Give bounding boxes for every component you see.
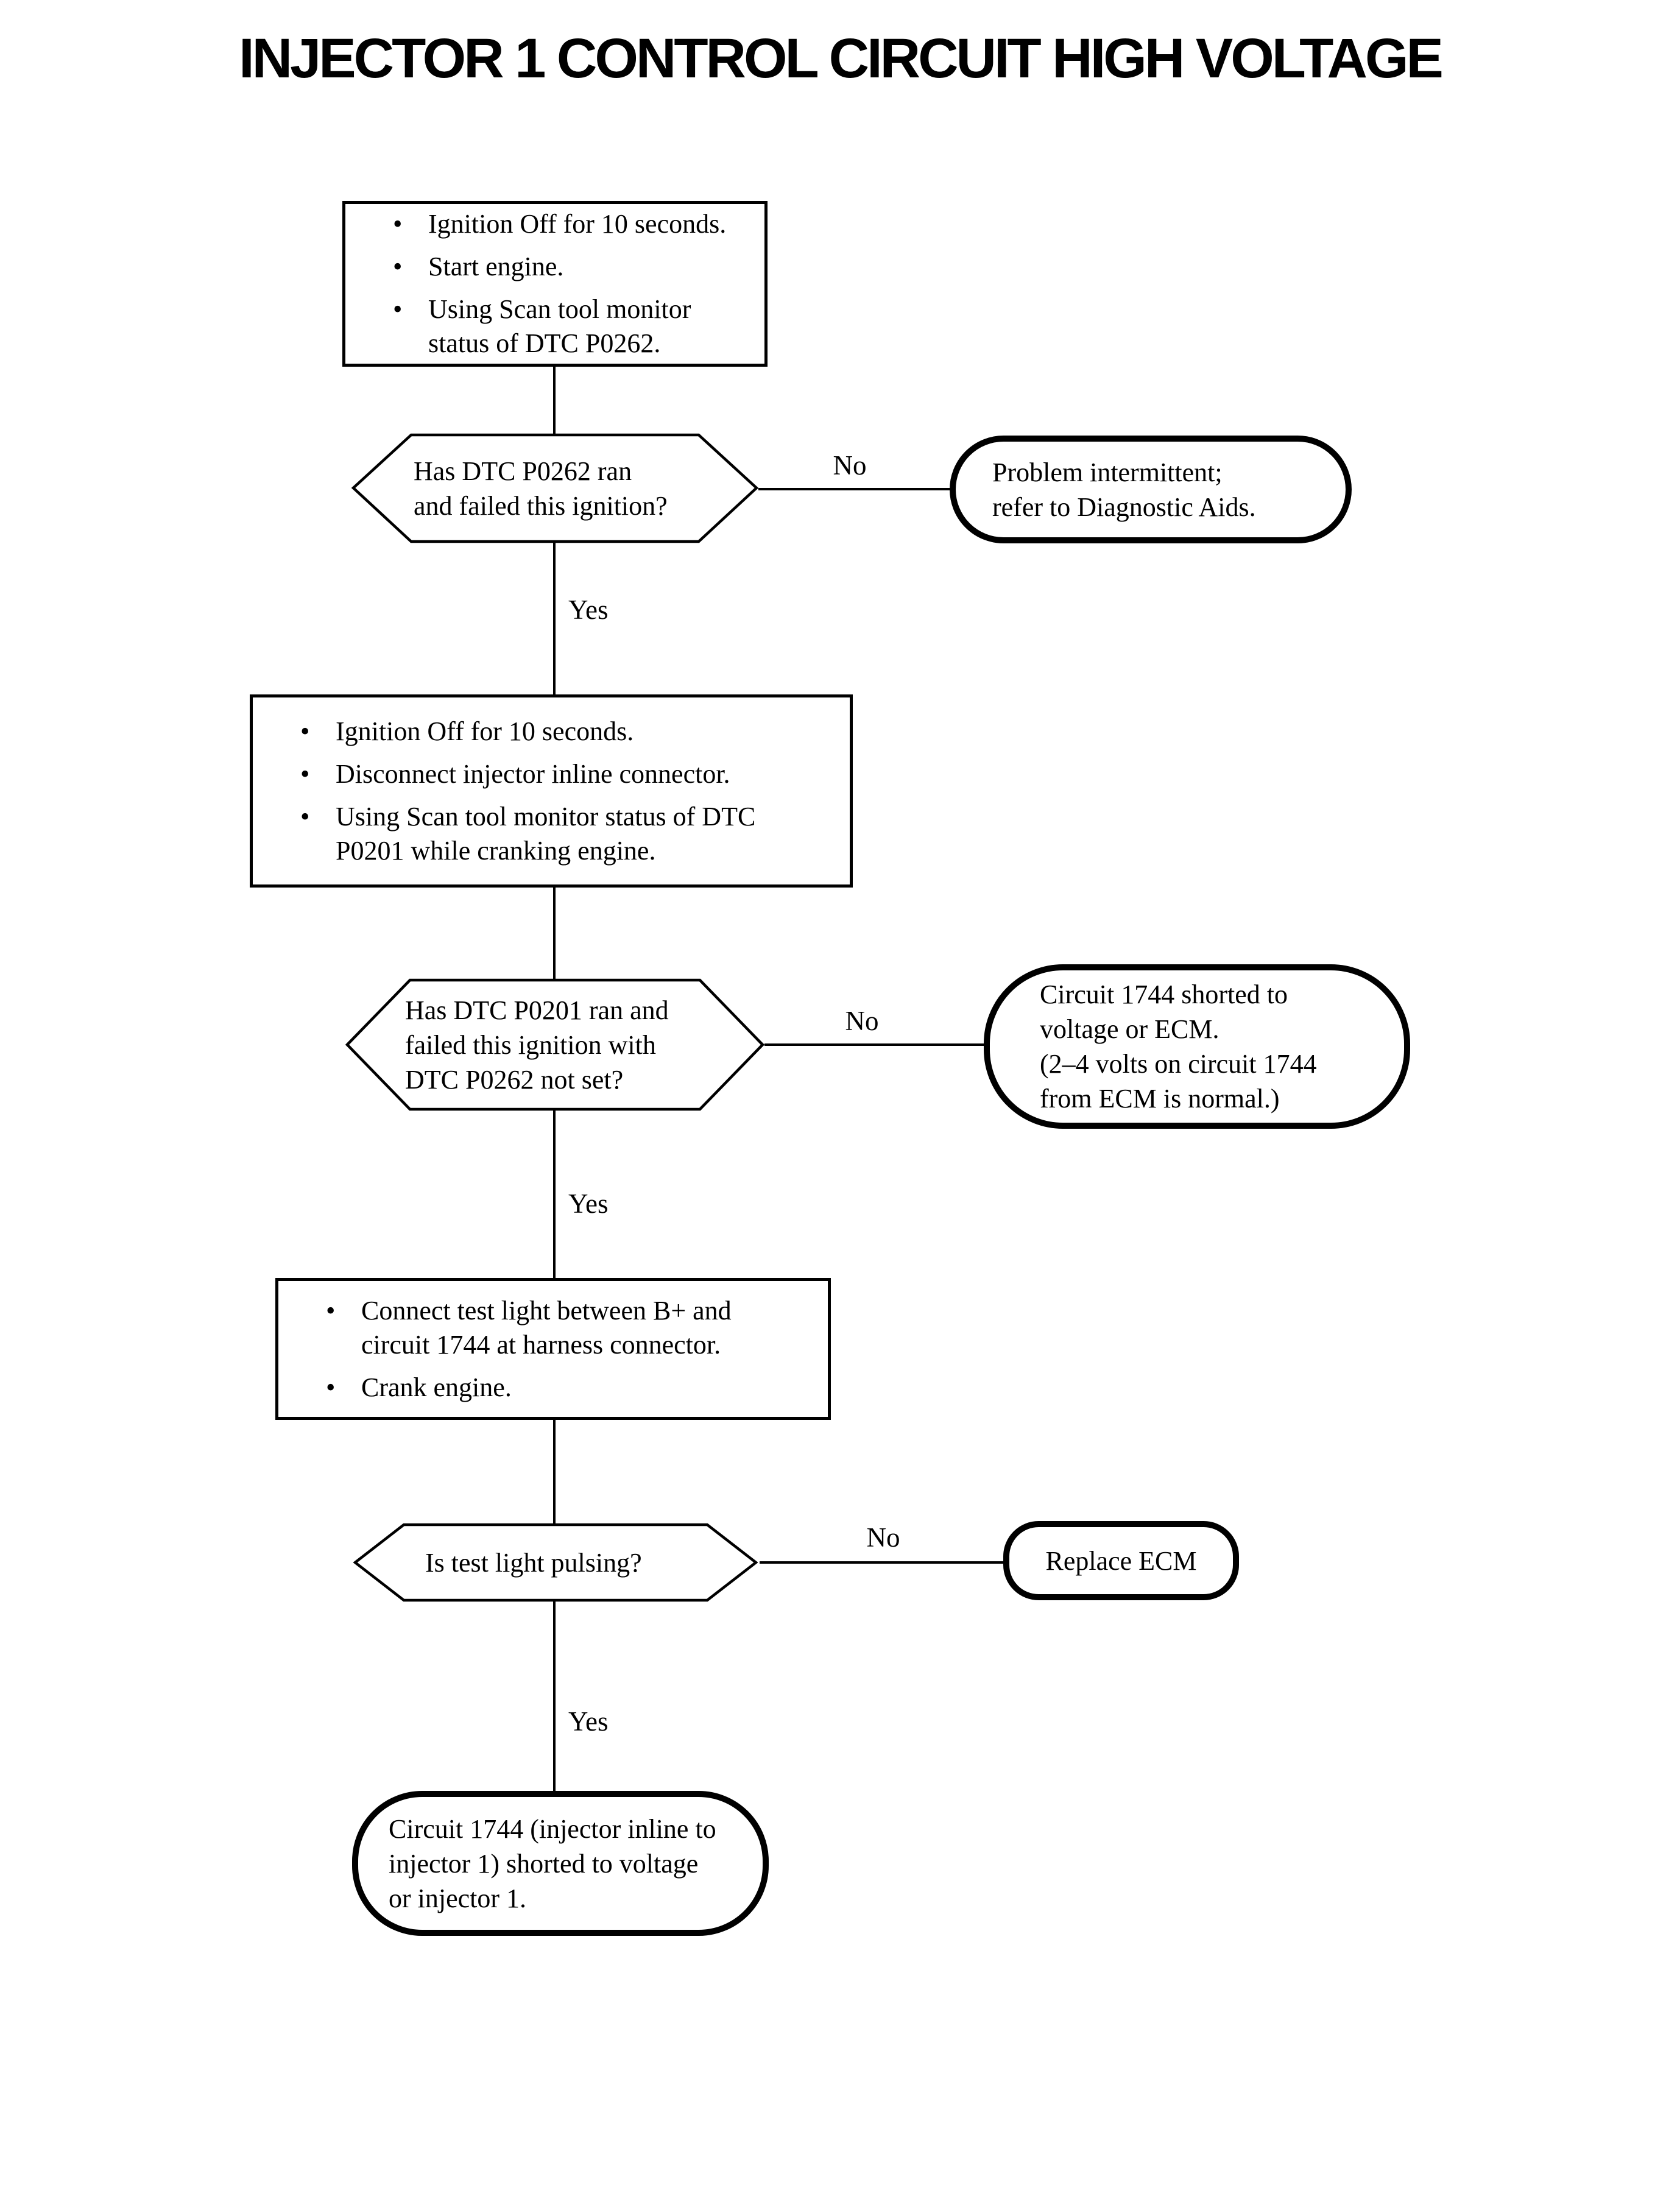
- terminal-text: Problem intermittent;: [992, 457, 1223, 487]
- decision-text: Has DTC P0262 ran: [414, 456, 632, 486]
- step-text: circuit 1744 at harness connector.: [361, 1329, 721, 1360]
- bullet-item: • Using Scan tool monitor status of DTC …: [393, 292, 764, 361]
- bullet-item: • Start engine.: [393, 250, 764, 284]
- step-text: Crank engine.: [361, 1372, 512, 1402]
- connector-step3-decision3: [553, 1419, 556, 1524]
- bullet-item: • Ignition Off for 10 seconds.: [393, 207, 764, 241]
- connector-decision3-no: [760, 1561, 1004, 1564]
- terminal-circuit-shorted-ecm: Circuit 1744 shorted to voltage or ECM. …: [984, 964, 1410, 1129]
- terminal-text: or injector 1.: [389, 1883, 527, 1913]
- decision-text: Is test light pulsing?: [425, 1547, 642, 1578]
- decision-test-light: Is test light pulsing?: [353, 1523, 758, 1602]
- process-step-1: • Ignition Off for 10 seconds. • Start e…: [342, 201, 768, 367]
- terminal-text: Replace ECM: [1045, 1545, 1197, 1576]
- connector-step2-decision2: [553, 886, 556, 979]
- decision-dtc-p0262: Has DTC P0262 ran and failed this igniti…: [351, 433, 758, 543]
- terminal-text: from ECM is normal.): [1040, 1084, 1280, 1114]
- bullet-marker: •: [393, 252, 403, 281]
- connector-decision1-no: [758, 488, 951, 490]
- terminal-replace-ecm: Replace ECM: [1003, 1521, 1239, 1600]
- terminal-text: voltage or ECM.: [1040, 1014, 1219, 1044]
- edge-label-yes-3: Yes: [568, 1706, 609, 1737]
- terminal-text: refer to Diagnostic Aids.: [992, 492, 1256, 522]
- edge-label-yes-1: Yes: [568, 595, 609, 625]
- decision-text: failed this ignition with: [405, 1029, 656, 1060]
- bullet-item: • Disconnect injector inline connector.: [300, 757, 850, 791]
- connector-step1-decision1: [553, 365, 556, 434]
- edge-label-no-2: No: [845, 1006, 879, 1036]
- bullet-item: • Crank engine.: [326, 1371, 828, 1405]
- decision-text: and failed this ignition?: [414, 490, 668, 521]
- step-text: Ignition Off for 10 seconds.: [336, 716, 634, 746]
- terminal-circuit-shorted-injector: Circuit 1744 (injector inline to injecto…: [352, 1791, 769, 1936]
- connector-decision2-yes: [553, 1110, 556, 1279]
- terminal-text: Circuit 1744 shorted to: [1040, 980, 1288, 1009]
- bullet-item: • Ignition Off for 10 seconds.: [300, 715, 850, 749]
- bullet-marker: •: [300, 801, 310, 831]
- bullet-marker: •: [326, 1295, 336, 1326]
- step-text: Start engine.: [428, 252, 564, 281]
- terminal-text: Circuit 1744 (injector inline to: [389, 1813, 716, 1844]
- edge-label-no-3: No: [866, 1522, 900, 1553]
- decision-dtc-p0201: Has DTC P0201 ran and failed this igniti…: [345, 978, 764, 1111]
- flowchart-title: INJECTOR 1 CONTROL CIRCUIT HIGH VOLTAGE: [239, 27, 1444, 90]
- bullet-marker: •: [393, 209, 403, 239]
- bullet-item: • Connect test light between B+ and circ…: [326, 1294, 828, 1362]
- step-text: Disconnect injector inline connector.: [336, 758, 730, 789]
- hexagon-shape: [351, 433, 758, 543]
- edge-label-no-1: No: [833, 450, 867, 481]
- bullet-marker: •: [326, 1372, 336, 1402]
- hexagon-shape: [353, 1523, 758, 1602]
- step-text: P0201 while cranking engine.: [336, 835, 656, 866]
- decision-text: DTC P0262 not set?: [405, 1064, 624, 1095]
- bullet-marker: •: [393, 294, 403, 324]
- step-text: Using Scan tool monitor status of DTC: [336, 801, 756, 831]
- decision-text: Has DTC P0201 ran and: [405, 995, 669, 1025]
- connector-decision3-yes: [553, 1601, 556, 1792]
- terminal-text: (2–4 volts on circuit 1744: [1040, 1049, 1317, 1079]
- terminal-text: injector 1) shorted to voltage: [389, 1848, 699, 1879]
- connector-decision2-no: [764, 1043, 985, 1046]
- process-step-3: • Connect test light between B+ and circ…: [275, 1278, 831, 1420]
- step-text: status of DTC P0262.: [428, 328, 661, 358]
- bullet-item: • Using Scan tool monitor status of DTC …: [300, 800, 850, 868]
- terminal-problem-intermittent: Problem intermittent; refer to Diagnosti…: [950, 436, 1352, 543]
- step-text: Using Scan tool monitor: [428, 294, 691, 324]
- bullet-marker: •: [300, 758, 310, 789]
- connector-decision1-yes: [553, 542, 556, 696]
- step-text: Connect test light between B+ and: [361, 1295, 732, 1326]
- edge-label-yes-2: Yes: [568, 1188, 609, 1219]
- hexagon-shape: [345, 978, 764, 1111]
- process-step-2: • Ignition Off for 10 seconds. • Disconn…: [250, 694, 853, 888]
- bullet-marker: •: [300, 716, 310, 746]
- step-text: Ignition Off for 10 seconds.: [428, 209, 727, 239]
